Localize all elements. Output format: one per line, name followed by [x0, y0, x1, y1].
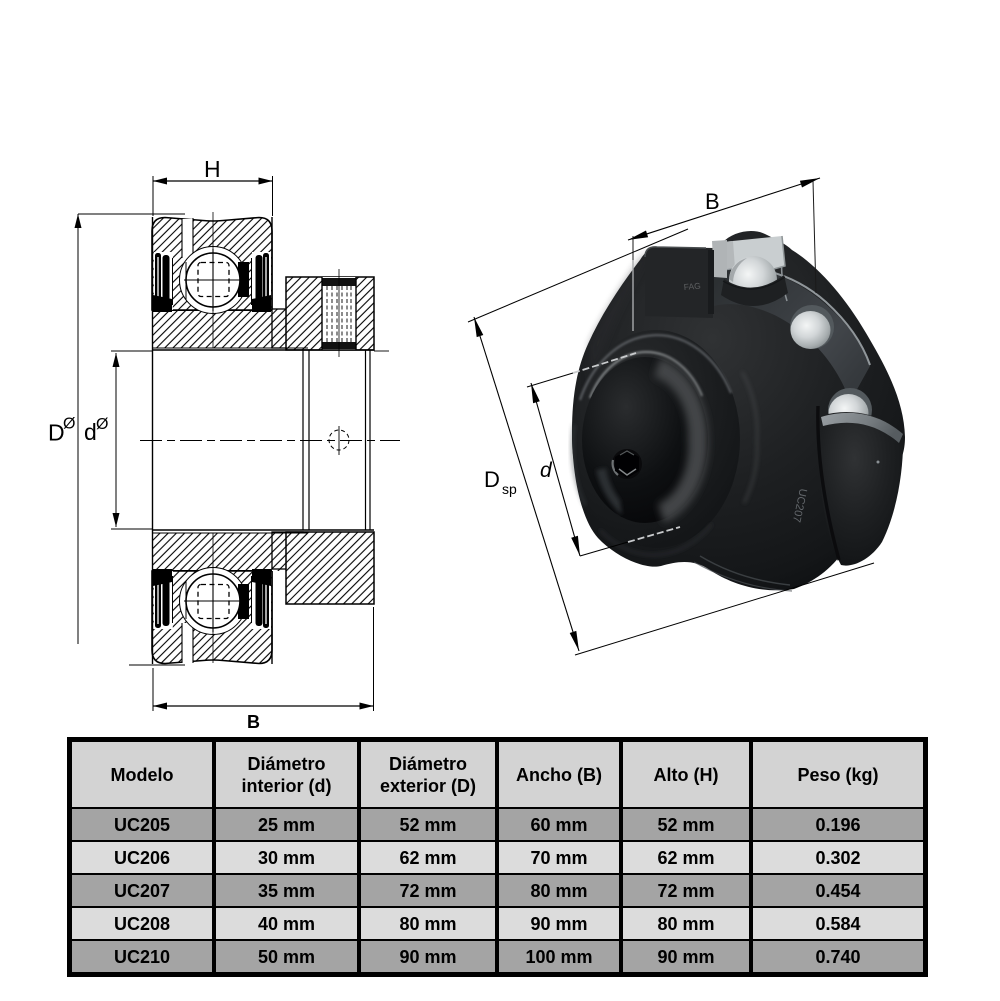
svg-text:H: H [204, 156, 221, 182]
svg-text:FAG: FAG [683, 281, 701, 292]
svg-text:B: B [705, 189, 720, 214]
svg-text:Ø: Ø [96, 416, 108, 433]
svg-text:D: D [48, 420, 65, 446]
svg-text:B: B [247, 712, 260, 732]
svg-text:sp: sp [502, 481, 517, 497]
svg-text:D: D [484, 467, 500, 492]
svg-text:d: d [540, 459, 553, 482]
svg-text:Ø: Ø [63, 416, 75, 433]
svg-text:d: d [84, 419, 97, 445]
